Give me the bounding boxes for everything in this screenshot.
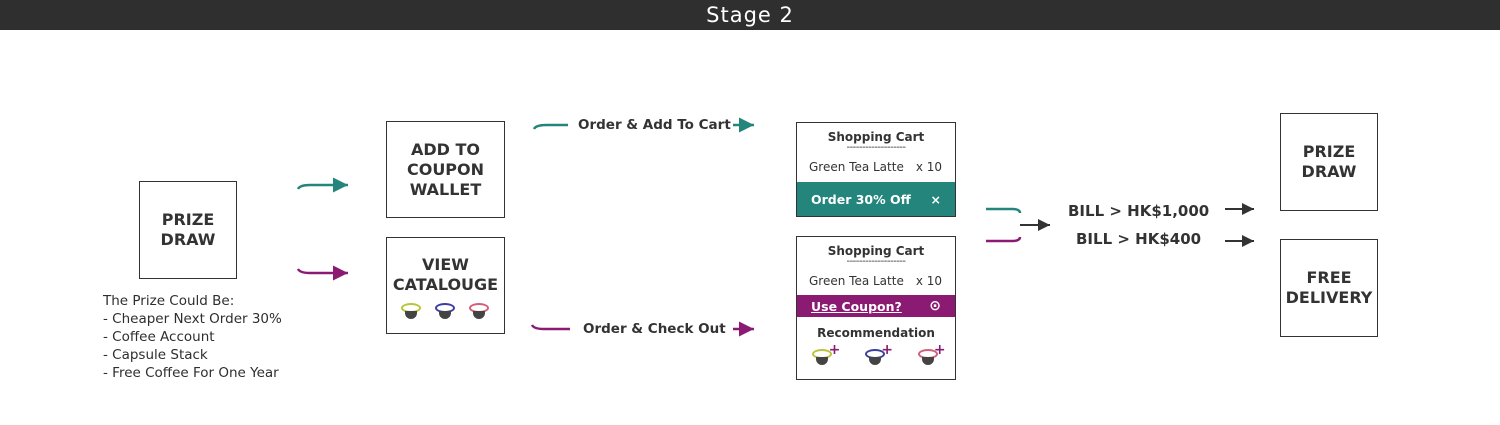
cart-divider: ------------------- bbox=[846, 256, 906, 267]
arrow-to-catalogue bbox=[296, 265, 348, 281]
recommendation-capsules: + + + bbox=[797, 343, 955, 367]
merge-teal bbox=[986, 207, 1022, 214]
stage-title: Stage 2 bbox=[706, 3, 794, 27]
cart-title: Shopping Cart bbox=[827, 130, 925, 144]
arrow-checkout-start bbox=[530, 324, 570, 331]
shopping-cart-coupon: Shopping Cart ------------------- Green … bbox=[796, 122, 956, 217]
arrow-order-add-start bbox=[532, 123, 568, 130]
recommendation-title: Recommendation bbox=[817, 326, 935, 340]
outcome-free-delivery-label: FREE DELIVERY bbox=[1285, 268, 1373, 307]
prize-options-list: The Prize Could Be: - Cheaper Next Order… bbox=[103, 292, 282, 382]
add-capsule-blue-icon[interactable]: + bbox=[864, 343, 893, 367]
cart-item-name: Green Tea Latte bbox=[809, 274, 904, 288]
edge-label-order-check-out: Order & Check Out bbox=[583, 321, 726, 337]
catalogue-box: VIEW CATALOUGE bbox=[386, 237, 505, 334]
start-prize-draw-label: PRIZE DRAW bbox=[160, 210, 216, 249]
add-capsule-pink-icon[interactable]: + bbox=[917, 343, 946, 367]
prize-list-item: - Cheaper Next Order 30% bbox=[103, 311, 282, 327]
coupon-wallet-box: ADD TO COUPON WALLET bbox=[386, 121, 505, 218]
outcome-prize-draw-label: PRIZE DRAW bbox=[1301, 142, 1357, 181]
cart-divider: ------------------- bbox=[846, 142, 906, 153]
arrow-to-coupon bbox=[296, 177, 348, 193]
close-icon[interactable]: × bbox=[930, 191, 941, 207]
bill-threshold-high: BILL > HK$1,000 bbox=[1068, 202, 1210, 220]
prize-list-item: - Coffee Account bbox=[103, 329, 215, 345]
edge-label-order-add-to-cart: Order & Add To Cart bbox=[578, 117, 731, 133]
target-icon[interactable]: ⊙ bbox=[929, 298, 941, 314]
discount-banner[interactable]: Order 30% Off × bbox=[797, 182, 955, 216]
cart-item-row: Green Tea Latte x 10 bbox=[797, 160, 955, 174]
cart-item-qty: x 10 bbox=[915, 274, 942, 288]
outcome-free-delivery-box: FREE DELIVERY bbox=[1280, 239, 1378, 337]
discount-label: Order 30% Off bbox=[811, 191, 911, 207]
cart-item-name: Green Tea Latte bbox=[809, 160, 904, 174]
shopping-cart-checkout: Shopping Cart ------------------- Green … bbox=[796, 236, 956, 380]
capsule-blue-icon bbox=[434, 303, 457, 321]
cart-title: Shopping Cart bbox=[827, 244, 925, 258]
outcome-prize-draw-box: PRIZE DRAW bbox=[1280, 113, 1378, 211]
use-coupon-banner[interactable]: Use Coupon? ⊙ bbox=[797, 295, 955, 317]
cart-item-qty: x 10 bbox=[915, 160, 942, 174]
prize-list-heading: The Prize Could Be: bbox=[103, 293, 235, 309]
bill-threshold-low: BILL > HK$400 bbox=[1076, 230, 1202, 248]
start-prize-draw-box: PRIZE DRAW bbox=[139, 181, 237, 279]
coupon-wallet-label: ADD TO COUPON WALLET bbox=[406, 139, 485, 199]
use-coupon-link[interactable]: Use Coupon? bbox=[811, 298, 902, 314]
merge-purple bbox=[986, 236, 1022, 243]
prize-list-item: - Capsule Stack bbox=[103, 347, 208, 363]
capsule-pink-icon bbox=[468, 303, 491, 321]
catalogue-label: VIEW CATALOUGE bbox=[392, 255, 499, 294]
stage-header: Stage 2 bbox=[0, 0, 1500, 30]
add-capsule-green-icon[interactable]: + bbox=[812, 343, 840, 367]
prize-list-item: - Free Coffee For One Year bbox=[103, 365, 279, 381]
capsule-green-icon bbox=[400, 303, 423, 321]
cart-item-row: Green Tea Latte x 10 bbox=[797, 274, 955, 288]
catalogue-capsules bbox=[400, 303, 491, 321]
